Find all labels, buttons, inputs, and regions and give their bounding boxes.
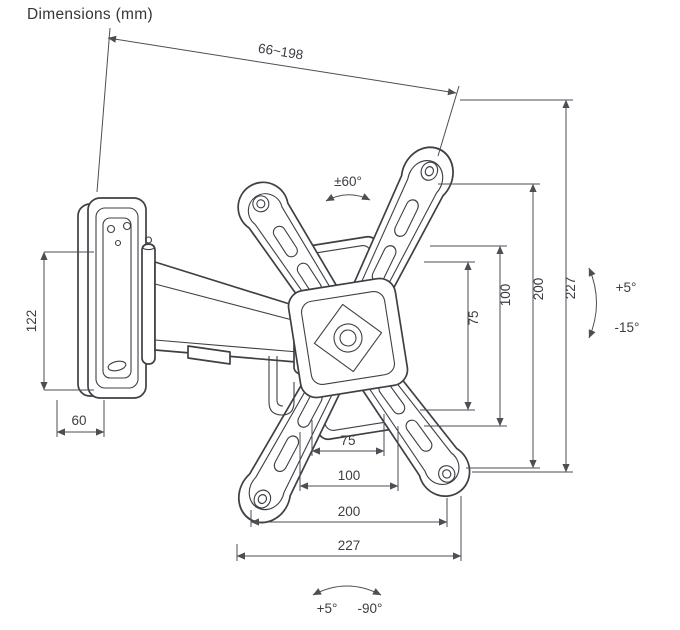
bottom-dim-200-label: 200 (338, 504, 361, 519)
swivel-up-label: +5° (317, 601, 338, 616)
dim-plate-width: 60 (56, 400, 105, 437)
wall-plate-slot (107, 360, 127, 372)
vesa-center-plate (287, 277, 409, 399)
tilt-down-label: -15° (615, 320, 640, 335)
right-dim-227-label: 227 (563, 277, 578, 300)
dim-swivel: +5° -90° (312, 585, 383, 616)
dim-tilt: +5° -15° (588, 267, 640, 339)
page-title: Dimensions (mm) (27, 6, 153, 23)
right-dim-75-label: 75 (466, 310, 481, 325)
dim-right-200: 200 (438, 183, 546, 469)
swivel-down-label: -90° (358, 601, 383, 616)
dim-bottom-75: 75 (311, 414, 385, 456)
extension-range-label: 66~198 (257, 41, 304, 63)
wall-plate-hole (122, 221, 132, 231)
bottom-dim-100-label: 100 (338, 468, 361, 483)
dim-right-75: 75 (420, 261, 481, 411)
dim-bottom-200: 200 (250, 498, 448, 527)
dim-rotation: ±60° (325, 174, 371, 202)
center-hole (333, 323, 363, 353)
mount-drawing (77, 137, 481, 533)
dim-right-100: 100 (424, 245, 513, 427)
right-dim-200-label: 200 (531, 278, 546, 301)
cable-clip (187, 345, 231, 365)
bottom-dim-75-label: 75 (340, 433, 355, 448)
dimension-annotations: 66~198 ±60° 75 100 200 (24, 27, 640, 616)
bottom-dim-227-label: 227 (338, 538, 361, 553)
dim-extension-range: 66~198 (96, 27, 460, 193)
wall-plate-hole (114, 239, 122, 247)
dim-bottom-227: 227 (236, 496, 462, 561)
dim-right-227: 227 (460, 99, 578, 473)
plate-height-label: 122 (24, 310, 39, 333)
wall-plate (77, 197, 147, 399)
right-dim-100-label: 100 (498, 284, 513, 307)
tilt-up-label: +5° (616, 280, 637, 295)
rotation-label: ±60° (334, 174, 362, 189)
wall-plate-hole (106, 224, 116, 234)
tilt-lever (268, 356, 295, 416)
wall-hinge (141, 236, 156, 365)
plate-width-label: 60 (71, 413, 86, 428)
dim-bottom-100: 100 (299, 426, 399, 491)
dim-plate-height: 122 (24, 251, 94, 391)
